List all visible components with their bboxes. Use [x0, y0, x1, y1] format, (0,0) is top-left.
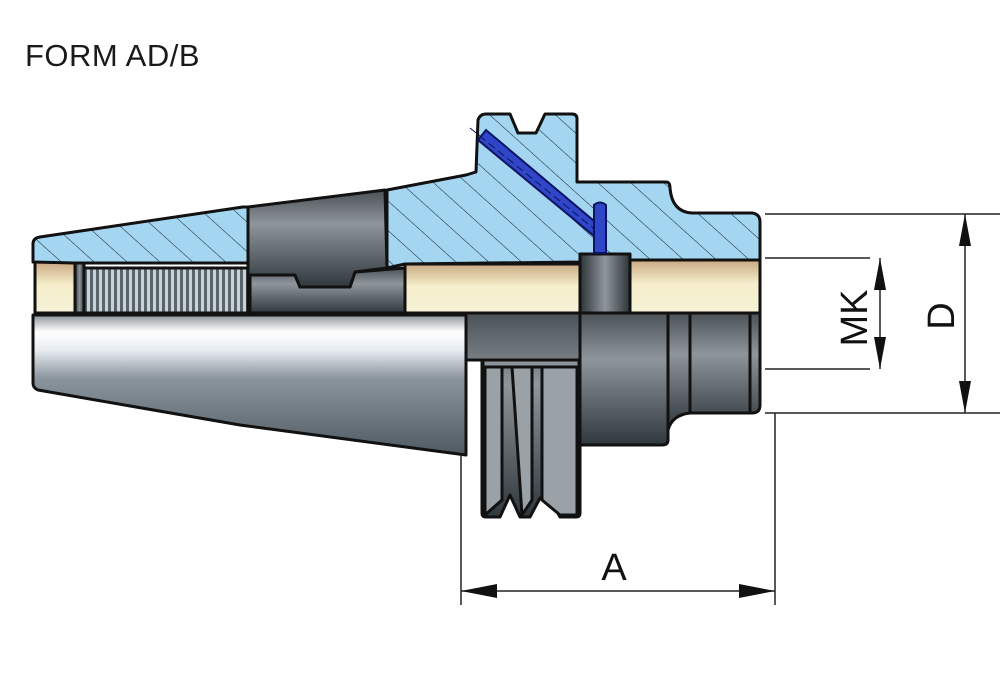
holder-body — [578, 311, 670, 447]
thread-section — [82, 266, 250, 315]
section-flange — [385, 112, 762, 270]
ring-groove — [73, 260, 86, 315]
bore-left — [33, 260, 77, 315]
taper-shank — [31, 313, 468, 457]
holder-nose — [666, 311, 762, 432]
pin-seat — [578, 252, 632, 315]
dimension-mk-label: MK — [834, 290, 876, 347]
section-left — [31, 205, 250, 265]
mk-arrowheads — [874, 258, 886, 369]
dimension-d-label: D — [921, 302, 963, 329]
coolant-pin — [593, 201, 607, 254]
bore-right — [628, 258, 762, 315]
dimension-a-label: A — [601, 547, 627, 589]
drawing-title: FORM AD/B — [25, 38, 201, 73]
v-groove — [483, 365, 579, 517]
bore-middle — [403, 262, 582, 315]
coolant-pin-centerline — [469, 127, 599, 233]
a-arrowheads — [461, 584, 775, 598]
